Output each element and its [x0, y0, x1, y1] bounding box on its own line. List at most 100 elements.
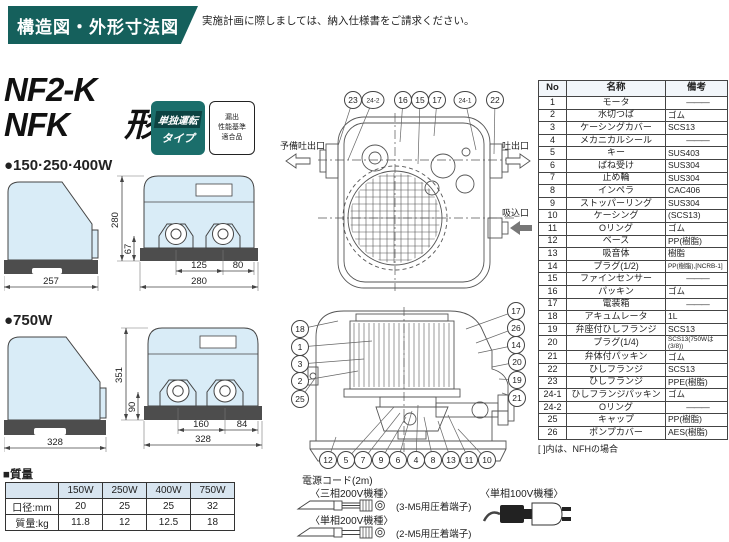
- table-cell: ばね受け: [566, 158, 666, 173]
- table-cell: 26: [538, 425, 567, 440]
- table-cell: 25: [146, 498, 191, 515]
- table-cell: ゴム: [665, 350, 728, 364]
- col-no: No: [538, 80, 567, 97]
- table-cell: 18: [190, 514, 235, 531]
- table-cell: 19: [538, 322, 567, 337]
- table-cell: Oリング: [566, 400, 666, 415]
- table-cell: PP(樹脂): [665, 234, 728, 249]
- note-1phase200: (2-M5用圧着端子): [396, 529, 472, 540]
- table-cell: Oリング: [566, 221, 666, 236]
- spare-outlet-arrow-icon: [285, 153, 311, 169]
- callout-label: 19: [512, 375, 522, 385]
- table-cell: ひしフランジ: [566, 362, 666, 377]
- callout-24-1: [453, 91, 477, 109]
- table-cell: 15: [538, 272, 567, 286]
- table-cell: ———: [665, 133, 728, 148]
- badge-standalone-line2: タイプ: [161, 132, 195, 145]
- callout-label: 9: [379, 455, 384, 465]
- table-cell: 3: [538, 121, 567, 135]
- nameplate: [195, 183, 233, 197]
- wt-h3: 400W: [146, 482, 191, 499]
- callout-label: 15: [415, 95, 425, 105]
- table-cell: 6: [538, 158, 567, 173]
- outlet-label: 吐出口: [502, 140, 529, 151]
- table-cell: ファインセンサー: [566, 272, 666, 286]
- table-cell: 21: [538, 350, 567, 364]
- table-cell: CAC406: [665, 184, 728, 198]
- suction-arrow-icon: [510, 221, 532, 235]
- parts-header-row: No 名称 備考: [538, 80, 728, 97]
- table-cell: SUS304: [665, 196, 728, 211]
- callout-17: [428, 91, 446, 109]
- table-cell: 20: [538, 335, 567, 352]
- table-cell: 電装箱: [566, 297, 666, 312]
- table-cell: 23: [538, 375, 567, 390]
- motor-fins: [353, 323, 450, 387]
- dim-side-width-large: 328: [47, 437, 63, 448]
- table-cell: ゴム: [665, 388, 728, 402]
- callout-7: [354, 451, 372, 469]
- callout-8: [424, 451, 442, 469]
- section-label-small: ●150·250·400W: [4, 157, 113, 174]
- callout-label: 7: [361, 455, 366, 465]
- callout-label: 13: [446, 455, 456, 465]
- table-cell: 4: [538, 133, 567, 148]
- dim-pitch-large: 160: [193, 419, 209, 430]
- wt-h1: 150W: [58, 482, 103, 499]
- side-view-drawing-small: 257: [4, 181, 99, 291]
- callout-label: 22: [490, 95, 500, 105]
- table-cell: ———: [665, 96, 728, 110]
- table-cell: 1: [538, 96, 567, 110]
- callout-label: 21: [512, 393, 522, 403]
- table-cell: 口径:mm: [5, 498, 59, 515]
- table-cell: 24-2: [538, 400, 567, 415]
- weight-header-row: 150W 250W 400W 750W: [5, 482, 235, 499]
- front-view-drawing-small: 280 67 125 80 280: [110, 175, 259, 291]
- spare-outlet-label: 予備吐出口: [280, 140, 325, 151]
- badge-standalone-line1: 単独運転: [153, 110, 203, 128]
- col-name: 名称: [566, 80, 666, 97]
- section-label-large: ●750W: [4, 312, 53, 329]
- dim-port-height-small: 67: [123, 244, 134, 255]
- table-cell: 弁座付ひしフランジ: [566, 322, 666, 337]
- dim-width-large: 328: [195, 434, 211, 445]
- badge-cert-line1: 漏出: [225, 113, 239, 121]
- table-cell: 11: [538, 221, 567, 236]
- callout-13: [442, 451, 460, 469]
- callout-19: [508, 371, 526, 389]
- plug-100v-icon: [482, 502, 571, 526]
- table-cell: 樹脂: [665, 247, 728, 261]
- table-cell: メカニカルシール: [566, 133, 666, 148]
- table-cell: アキュムレータ: [566, 310, 666, 324]
- dim-side-width-small: 257: [43, 276, 59, 287]
- cable-2wire-icon: [296, 526, 385, 539]
- table-cell: 5: [538, 146, 567, 160]
- callout-label: 6: [396, 455, 401, 465]
- table-cell: 25: [538, 413, 567, 427]
- front-view-drawing-large: 351 90 160 84 328: [114, 327, 263, 449]
- table-cell: SUS304: [665, 158, 728, 173]
- parts-footnote: [ ]内は、NFHの場合: [538, 443, 618, 454]
- section-banner: 構造図・外形寸法図: [8, 6, 198, 44]
- table-cell: 8: [538, 184, 567, 198]
- model-title: NF2-K NFK 形: [4, 72, 157, 142]
- callout-label: 1: [298, 342, 303, 352]
- table-cell: SUS403: [665, 146, 728, 160]
- table-cell: 13: [538, 247, 567, 261]
- dim-offset-small: 80: [233, 260, 244, 271]
- callout-label: 18: [295, 324, 305, 334]
